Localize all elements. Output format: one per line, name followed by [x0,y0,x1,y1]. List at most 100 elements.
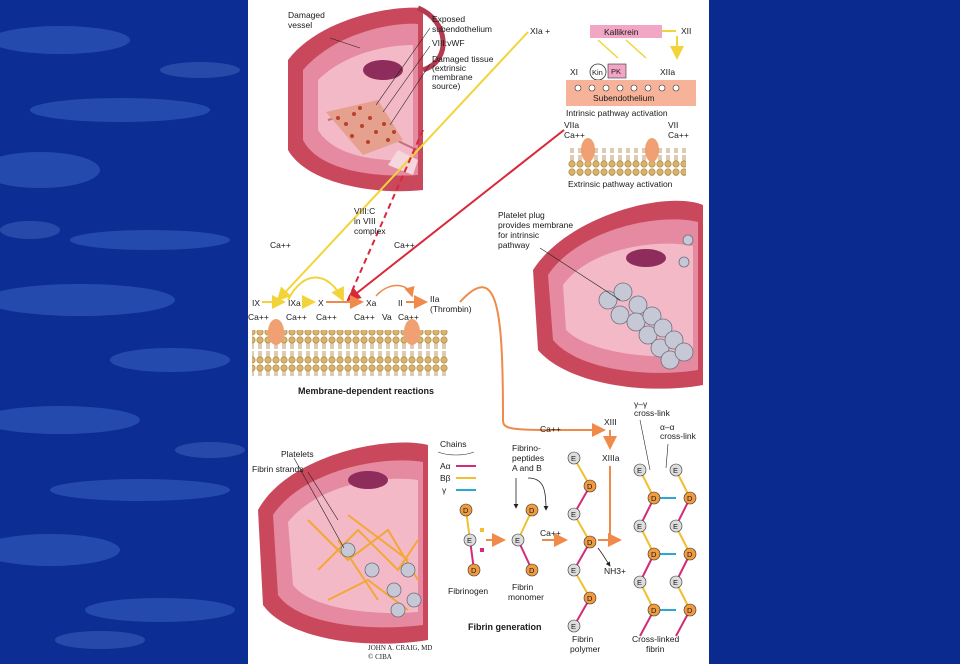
tissue-factor-right [645,138,659,162]
fibrin-polymer-molecule: E D E D E D E [567,451,597,633]
label-ixa: IXa [288,298,301,308]
label-xiia: XIIa [660,67,675,77]
label-d-xl-3: D [651,606,657,615]
label-vii: VII [668,120,678,130]
label-ca-xa: Ca++ [354,312,375,322]
crosslinked-fibrin: E D E D E D E D E D E D [633,463,697,637]
label-platelets: Platelets [281,449,314,459]
label-d-xl-6: D [687,606,693,615]
label-pk: PK [611,67,621,76]
label-kallikrein: Kallikrein [604,27,639,37]
label-xii: XII [681,26,691,36]
label-e-xl-3: E [637,578,642,587]
label-ii: II [398,298,403,308]
label-xa: Xa [366,298,377,308]
thrombin-orange-arrow [459,286,606,437]
label-ca-x: Ca++ [316,312,337,322]
subendothelium-band [566,80,696,106]
tissue-factor-left [581,138,595,162]
fibrinogen-molecule: D E D [459,503,484,577]
damaged-tissue-patch [326,100,403,155]
label-d-monomer-top: D [529,506,535,515]
label-a-alpha: Aα [440,461,451,471]
label-xiii: XIII [604,417,617,427]
label-e-polymer-4: E [571,622,576,631]
extrinsic-pathway-panel: VIIa VII Ca++ Ca++ Extrinsic pathway act… [564,120,689,189]
label-d-xl-2: D [651,550,657,559]
label-ca-ixa: Ca++ [286,312,307,322]
label-ca-top: Ca++ [540,424,561,434]
label-e-xl-5: E [673,522,678,531]
title-membrane-reactions: Membrane-dependent reactions [298,386,434,396]
platelet-cluster [598,282,694,370]
background-texture [0,26,245,649]
label-ca-ii: Ca++ [398,312,419,322]
viiic-yellow-arrow [287,276,344,302]
label-e-polymer-1: E [571,454,576,463]
membrane-protein-left [268,319,284,345]
label-b-beta: Bβ [440,473,451,483]
label-gamma: γ [442,485,447,495]
ciba-copyright: © CIBA [368,653,392,661]
label-subendothelium: Subendothelium [593,93,654,103]
extrinsic-red-dashed-arrow [347,129,424,301]
label-ca-b: Ca++ [394,240,415,250]
damaged-vessel-illustration [288,5,446,192]
label-xiiia: XIIIa [602,453,620,463]
label-chains: Chains [440,439,466,449]
extrinsic-red-arrow [346,129,565,302]
background-right [709,0,960,664]
label-e-xl-6: E [673,578,678,587]
label-fibrin-strands: Fibrin strands [252,464,304,474]
label-ca-a: Ca++ [270,240,291,250]
label-d-polymer-2: D [587,538,593,547]
label-ca-extrinsic-left: Ca++ [564,130,585,140]
fibrin-monomer-molecule: D E D [511,503,539,577]
background-left-pattern [0,0,248,664]
label-d-fibrinogen-bottom: D [471,566,477,575]
label-fibrinogen: Fibrinogen [448,586,488,596]
label-d-polymer-1: D [587,482,593,491]
label-e-polymer-3: E [571,566,576,575]
fibrin-clot-illustration: Platelets Fibrin strands [252,442,428,644]
label-e-xl-1: E [637,466,642,475]
label-ca-ix: Ca++ [248,312,269,322]
label-e-polymer-2: E [571,510,576,519]
label-ca-mid: Ca++ [540,528,561,538]
caption-intrinsic: Intrinsic pathway activation [566,108,668,118]
label-x: X [318,298,324,308]
label-e-xl-2: E [637,522,642,531]
kallikrein-box [590,25,662,38]
pk-box [607,63,627,79]
label-ix: IX [252,298,260,308]
intrinsic-pathway-panel: XIa + Kallikrein XII XI Kin PK XIIa Sube… [530,25,696,118]
label-nh3: NH3+ [604,566,626,576]
caption-extrinsic: Extrinsic pathway activation [568,179,673,189]
label-e-xl-4: E [673,466,678,475]
label-d-xl-1: D [651,494,657,503]
label-viia: VIIa [564,120,579,130]
label-d-monomer-bottom: D [529,566,535,575]
label-iia: IIa(Thrombin) [430,294,472,314]
label-ca-extrinsic-right: Ca++ [668,130,689,140]
label-d-fibrinogen-top: D [463,506,469,515]
label-e-monomer: E [515,536,520,545]
artist-signature: JOHN A. CRAIG, MD [368,644,432,652]
pathway-arrows [276,31,565,302]
label-d-xl-4: D [687,494,693,503]
